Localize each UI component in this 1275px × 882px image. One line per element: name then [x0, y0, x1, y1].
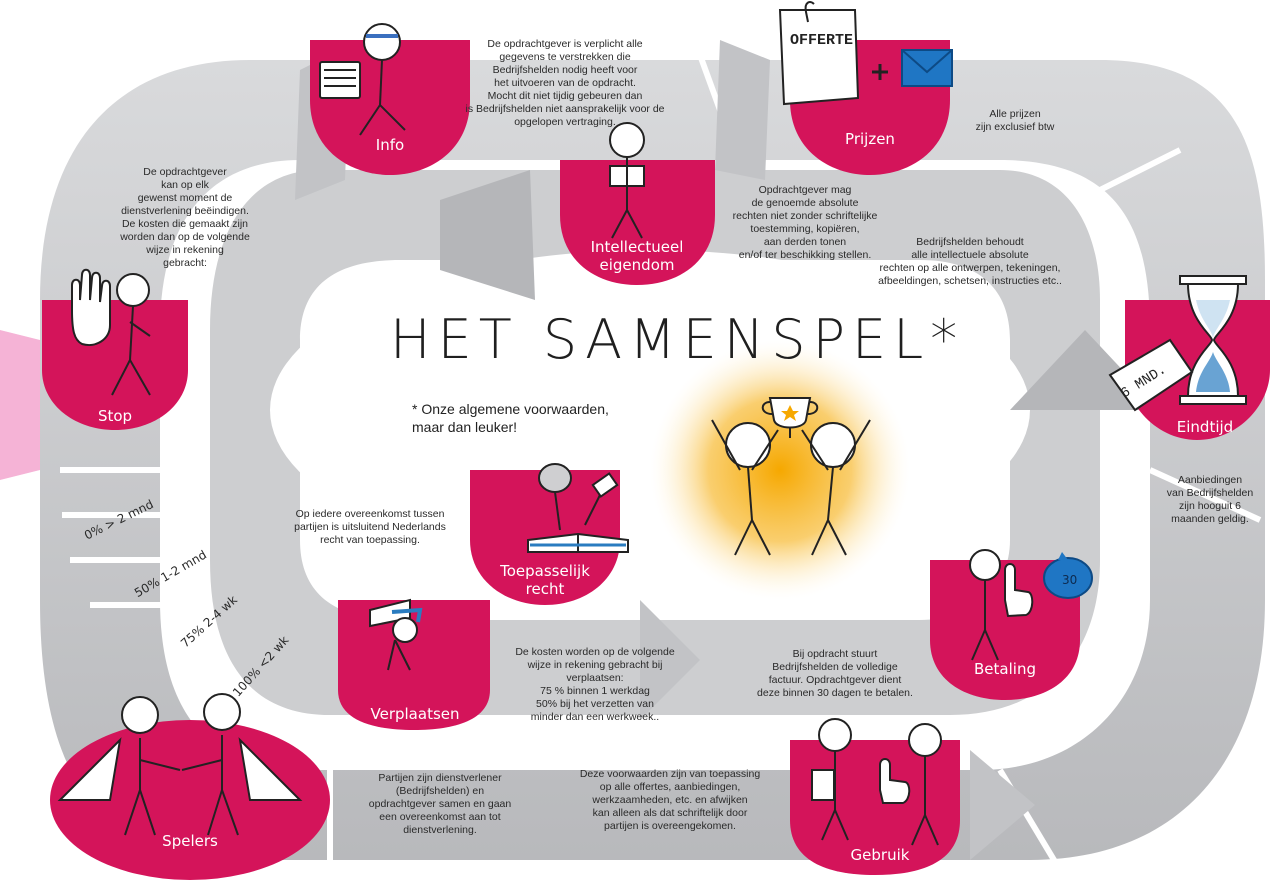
- badge-toepasselijk-label: Toepasselijk recht: [500, 562, 590, 598]
- spelers-text: Partijen zijn dienstverlener (Bedrijfshe…: [368, 772, 512, 836]
- thumbs-up-icon: [811, 718, 942, 846]
- left-edge-tab: [0, 330, 40, 480]
- subtitle: * Onze algemene voorwaarden, maar dan le…: [412, 401, 609, 435]
- badge-intellectueel-label: Intellectueel eigendom: [590, 238, 684, 274]
- badge-gebruik-label: Gebruik: [850, 846, 910, 864]
- arrow-head-prijzen: [715, 40, 770, 180]
- arrow-head-verplaatsen: [640, 600, 700, 720]
- betaling-text: Bij opdracht stuurt Bedrijfshelden de vo…: [757, 648, 913, 699]
- plus-icon: [872, 64, 888, 80]
- badge-spelers-label: Spelers: [162, 832, 218, 850]
- time-tag-icon: [1108, 338, 1194, 412]
- handshake-heroes-icon: [57, 693, 303, 836]
- badge-eindtijd-label: Eindtijd: [1176, 418, 1234, 436]
- gavel-book-icon: [527, 463, 629, 553]
- intellectueel-text: Opdrachtgever mag de genoemde absolute r…: [732, 184, 878, 261]
- arrow-head-intellectueel: [440, 170, 535, 300]
- piggy-label: 30: [1062, 573, 1077, 587]
- stop-text: De opdrachtgever kan op elk gewenst mome…: [120, 166, 250, 269]
- piggy-bank-icon: [1043, 552, 1093, 599]
- moving-figure-icon: [369, 598, 423, 671]
- badge-info: [310, 40, 470, 175]
- badge-prijzen-label: Prijzen: [845, 130, 895, 148]
- badge-verplaatsen: [338, 600, 490, 730]
- offerte-document-icon: [778, 1, 860, 106]
- badge-stop-label: Stop: [97, 407, 133, 425]
- trophy-icon: [711, 397, 871, 556]
- book-icon: [609, 122, 645, 239]
- verplaatsen-text: De kosten worden op de volgende wijze in…: [515, 646, 675, 723]
- badge-betaling-label: Betaling: [974, 660, 1036, 678]
- paper-stack-icon: [319, 23, 406, 136]
- eindtijd-text: Aanbiedingen van Bedrijfshelden zijn hoo…: [1166, 474, 1254, 525]
- thumbs-up-figure-icon: [969, 549, 1034, 661]
- hourglass-icon: [1179, 275, 1247, 405]
- badge-intellectueel: [560, 160, 715, 285]
- prijzen-text: Alle prijzen zijn exclusief btw: [975, 108, 1055, 133]
- trophy-glow: [650, 340, 910, 600]
- badge-verplaatsen-label: Verplaatsen: [370, 705, 460, 723]
- page-title: HET SAMENSPEL*: [390, 308, 965, 371]
- info-text: De opdrachtgever is verplicht alle gegev…: [465, 38, 665, 128]
- envelope-icon: [901, 49, 953, 87]
- toepasselijk-text: Op iedere overeenkomst tussen partijen i…: [294, 508, 446, 546]
- badge-info-label: Info: [375, 136, 405, 154]
- gebruik-text: Deze voorwaarden zijn van toepassing op …: [579, 768, 761, 832]
- badge-betaling: [930, 560, 1080, 700]
- stop-hand-icon: [71, 268, 151, 396]
- eigendom-text: Bedrijfshelden behoudt alle intellectuel…: [878, 236, 1062, 287]
- arrow-head-gebruik: [970, 750, 1035, 860]
- offerte-label: OFFERTE: [790, 32, 853, 49]
